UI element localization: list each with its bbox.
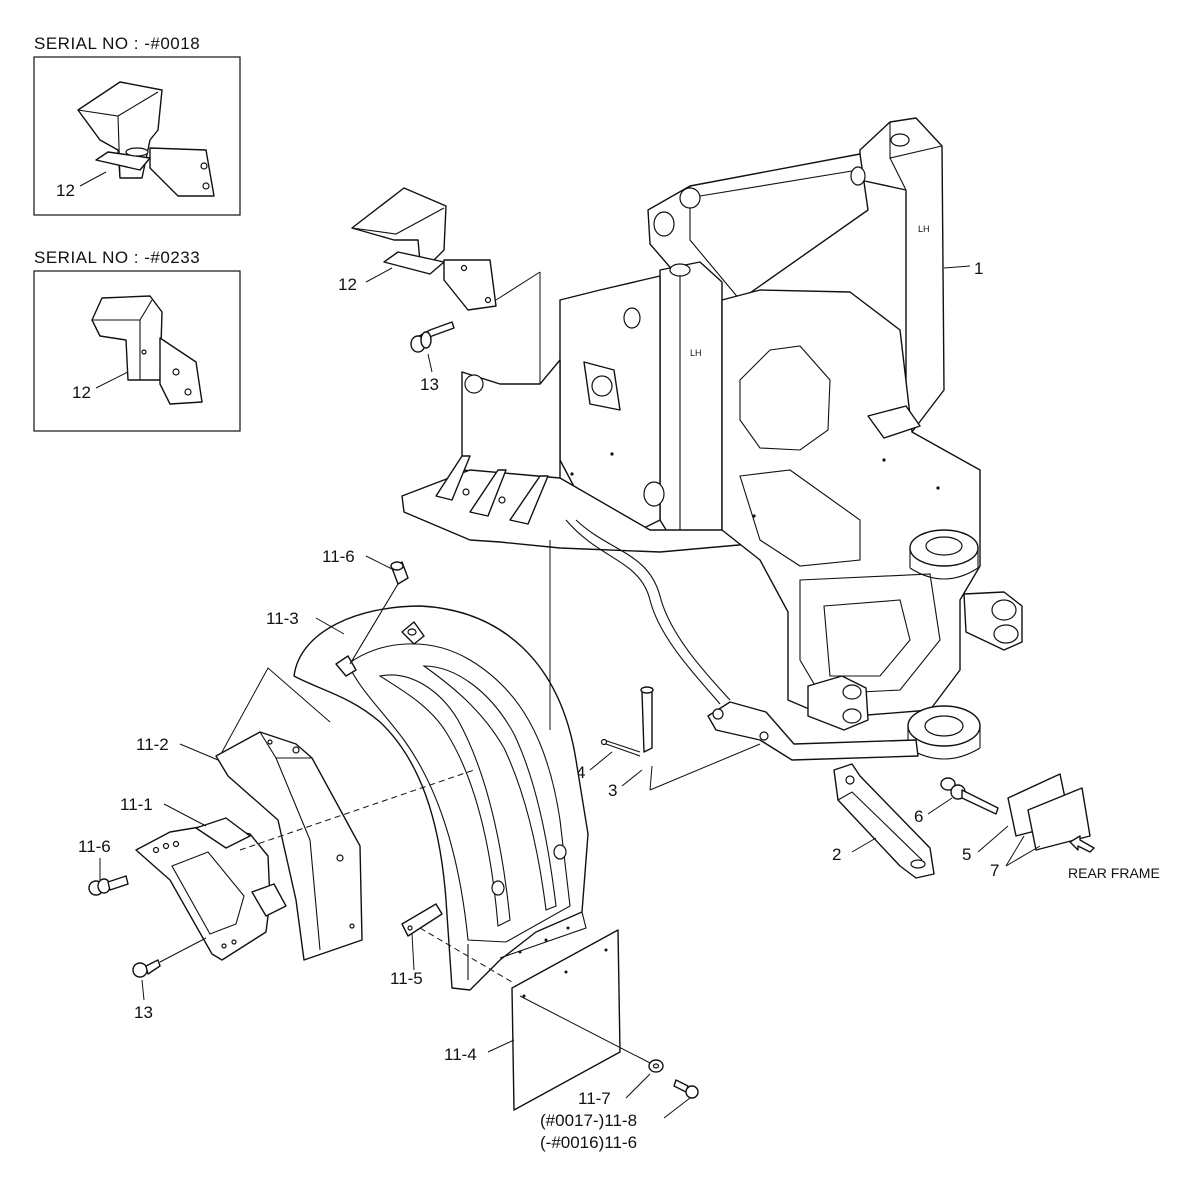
- bolt-11-6-top: [349, 561, 409, 665]
- clamp-plate-11-5: [401, 903, 443, 937]
- callout-4: 4: [576, 763, 585, 782]
- callout-11-1: 11-1: [120, 795, 153, 814]
- callout-7: 7: [990, 861, 999, 880]
- inset-serial-0233-callout: 12: [72, 383, 91, 402]
- guard-bracket-12: [351, 187, 497, 311]
- callout-11-4: 11-4: [444, 1045, 477, 1064]
- front-frame-1: LH LH: [401, 117, 1023, 761]
- bracket-plate-11-2: [215, 731, 363, 961]
- inset-serial-0233: SERIAL NO : -#0233 12: [33, 248, 241, 432]
- inset-guard-bracket-0233: [91, 295, 203, 405]
- mount-bracket-11-1: [135, 817, 287, 961]
- svg-text:LH: LH: [918, 224, 930, 234]
- rear-frame-label: REAR FRAME: [1068, 865, 1160, 881]
- bolt-13-top: [410, 321, 455, 353]
- pin-3: [640, 686, 654, 753]
- callout-11-2: 11-2: [136, 735, 169, 754]
- bolt-13-bottom: [132, 959, 161, 978]
- bolt-6: [940, 777, 999, 815]
- callout-5: 5: [962, 845, 971, 864]
- bolt-11-8: [673, 1079, 699, 1099]
- callout-2: 2: [832, 845, 841, 864]
- inset-serial-0233-title: SERIAL NO : -#0233: [34, 248, 200, 267]
- bolt-11-6-left: [88, 875, 129, 896]
- shim-7: [1027, 787, 1091, 851]
- callout-11-6-left: 11-6: [78, 837, 111, 856]
- washer-11-7: [648, 1059, 664, 1073]
- callout-11-6-top: 11-6: [322, 547, 355, 566]
- inset-serial-0018-title: SERIAL NO : -#0018: [34, 34, 200, 53]
- callout-11-8-note: (#0017-)11-8: [540, 1111, 637, 1130]
- inset-serial-0018: SERIAL NO : -#0018 12: [33, 34, 241, 216]
- fender-11-3: [293, 605, 589, 991]
- callout-3: 3: [608, 781, 617, 800]
- callout-11-6-note: (-#0016)11-6: [540, 1133, 637, 1152]
- inset-serial-0018-frame: [33, 56, 241, 216]
- inset-serial-0018-callout: 12: [56, 181, 75, 200]
- cotter-pin-4: [600, 738, 641, 757]
- callout-6: 6: [914, 807, 923, 826]
- callout-1: 1: [974, 259, 983, 278]
- callout-13-bottom: 13: [134, 1003, 153, 1022]
- callout-13-top: 13: [420, 375, 439, 394]
- callout-12: 12: [338, 275, 357, 294]
- callout-11-7: 11-7: [578, 1089, 611, 1108]
- inset-guard-bracket-0018: [77, 81, 215, 197]
- callout-11-5: 11-5: [390, 969, 423, 988]
- rear-frame-arrow-icon: [1069, 835, 1095, 853]
- callout-11-3: 11-3: [266, 609, 299, 628]
- svg-text:LH: LH: [690, 348, 702, 358]
- inset-serial-0233-frame: [33, 270, 241, 432]
- link-arm-2: [833, 763, 935, 879]
